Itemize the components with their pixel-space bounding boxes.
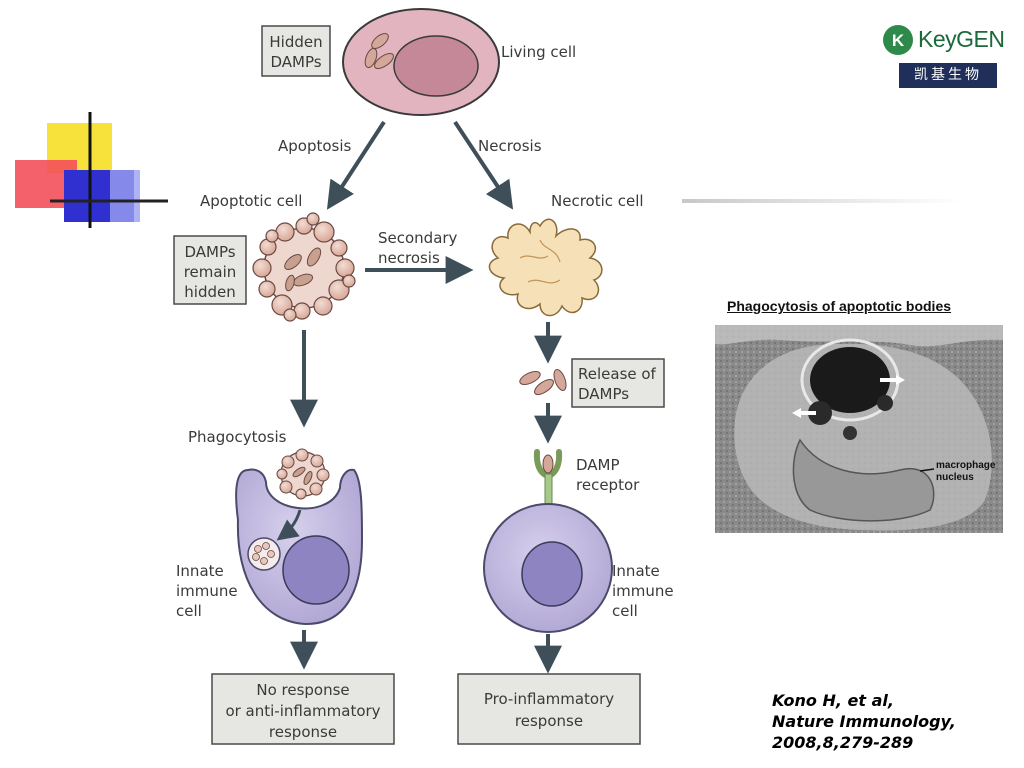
innate-immune-cell-left [235, 448, 364, 626]
svg-text:DAMPs: DAMPs [184, 243, 235, 261]
electron-micrograph: macrophage nucleus [715, 325, 1003, 533]
damp-granule [519, 371, 541, 385]
damp-granule [364, 47, 378, 69]
damps-remain-hidden-box: DAMPs remain hidden [173, 235, 247, 305]
apoptotic-blebs [252, 212, 356, 322]
internalization-arrow [276, 509, 302, 541]
cell-nucleus [393, 35, 479, 97]
citation-line-2: Nature Immunology, [772, 712, 956, 731]
svg-text:DAMPs: DAMPs [578, 385, 629, 403]
necrotic-cell [488, 218, 603, 317]
apoptosis-arrow [326, 120, 386, 210]
living-cell [342, 8, 500, 116]
svg-text:Hidden: Hidden [269, 33, 322, 51]
slide-ornament [15, 112, 962, 228]
released-damps [519, 369, 567, 396]
necrotic-cell-label: Necrotic cell [551, 192, 644, 210]
hidden-damps-box: Hidden DAMPs [261, 25, 331, 77]
apoptotic-cell-label: Apoptotic cell [200, 192, 302, 210]
damp-receptor-line1: DAMP [576, 456, 620, 474]
citation-line-3: 2008,8,279-289 [772, 733, 914, 752]
necrosis-label: Necrosis [478, 137, 542, 155]
svg-text:Pro-inflammatory: Pro-inflammatory [484, 690, 614, 708]
svg-text:Release of: Release of [578, 365, 657, 383]
living-cell-label: Living cell [501, 43, 576, 61]
macrophage-nucleus-shape [792, 438, 935, 522]
svg-text:DAMPs: DAMPs [270, 53, 321, 71]
damp-granule [534, 378, 554, 396]
citation-line-1: Kono H, et al, [772, 691, 894, 710]
ornament-fade-line [682, 199, 962, 203]
damp-granule [371, 33, 389, 49]
apoptotic-cell [252, 212, 356, 322]
bound-damp [542, 454, 554, 474]
innate-left-line1: Innate [176, 562, 224, 580]
apoptosis-label: Apoptosis [278, 137, 352, 155]
svg-text:response: response [515, 712, 583, 730]
white-arrow-icon [896, 375, 905, 385]
innate-immune-cell-right [483, 503, 613, 633]
keygen-logo-text: KeyGEN [918, 26, 1005, 52]
immune-cell-nucleus [521, 541, 583, 607]
secondary-necrosis-label-line2: necrosis [378, 249, 440, 267]
damp-receptor-line2: receptor [576, 476, 640, 494]
immune-cell-nucleus [282, 535, 350, 605]
damp-granule [374, 52, 394, 70]
svg-text:response: response [269, 723, 337, 741]
svg-text:hidden: hidden [184, 283, 235, 301]
secondary-necrosis-label-line1: Secondary [378, 229, 458, 247]
svg-text:remain: remain [184, 263, 237, 281]
svg-text:or anti-inflammatory: or anti-inflammatory [225, 702, 380, 720]
keygen-logo-mark: K [883, 25, 913, 55]
svg-text:K: K [892, 31, 905, 50]
micrograph-title: Phagocytosis of apoptotic bodies [727, 298, 952, 314]
nucleus-label: nucleus [936, 472, 974, 483]
citation: Kono H, et al, Nature Immunology, 2008,8… [772, 690, 1012, 753]
damp-granule [553, 369, 567, 391]
damp-granule [285, 274, 295, 292]
macrophage-label: macrophage [936, 460, 996, 471]
pro-inflammatory-box: Pro-inflammatory response [457, 673, 641, 745]
engulfed-apoptotic-body [276, 448, 330, 500]
innate-right-line2: immune [612, 582, 674, 600]
innate-right-line3: cell [612, 602, 638, 620]
phagosome-dark [810, 347, 890, 413]
necrosis-arrow [453, 120, 514, 210]
phagocytosis-label: Phagocytosis [188, 428, 287, 446]
no-response-box: No response or anti-inflammatory respons… [211, 673, 395, 745]
innate-right-line1: Innate [612, 562, 660, 580]
innate-left-line3: cell [176, 602, 202, 620]
innate-left-line2: immune [176, 582, 238, 600]
svg-text:No response: No response [256, 681, 349, 699]
damp-granule [306, 247, 322, 267]
white-arrow-icon [792, 408, 801, 418]
damp-granule [284, 254, 302, 270]
release-of-damps-box: Release of DAMPs [571, 358, 665, 408]
keygen-logo-chinese: 凯基生物 [899, 63, 997, 88]
